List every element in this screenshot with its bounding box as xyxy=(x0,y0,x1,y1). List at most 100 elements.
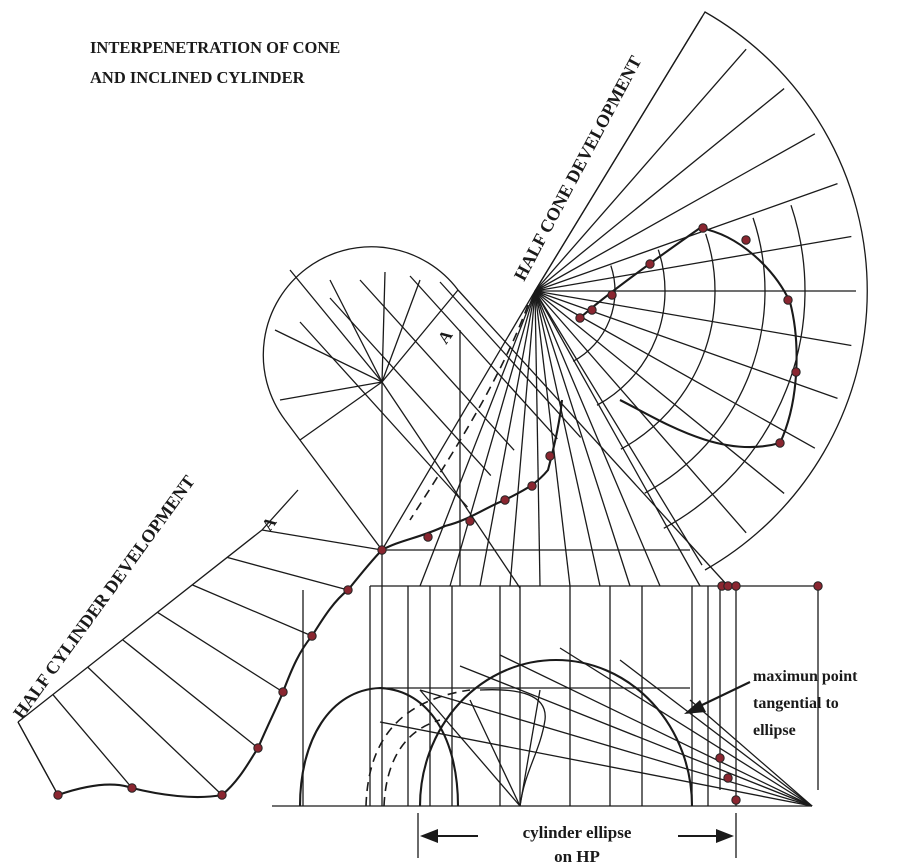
cyl-dev-generators xyxy=(17,529,383,796)
intersection-point xyxy=(53,790,63,800)
circle-spoke xyxy=(329,279,383,383)
cyl-dev-generator xyxy=(87,666,223,796)
dim-label-bg xyxy=(478,817,678,843)
cone-generator-lines xyxy=(534,16,856,566)
cone-construction-arcs xyxy=(572,204,806,529)
cylinder-generator xyxy=(439,281,582,438)
cone-generator xyxy=(534,290,601,587)
cone-slant-left xyxy=(381,290,536,551)
plan-radial-lines xyxy=(379,647,813,807)
intersection-point xyxy=(698,223,708,233)
cyl-dev-generator xyxy=(52,694,133,789)
cylinder-end-view: A xyxy=(262,246,459,550)
dim-label-line-2: on HP xyxy=(554,847,600,866)
dim-label-line-1: cylinder ellipse xyxy=(523,823,632,842)
note-arrowhead-icon xyxy=(684,700,706,714)
cone-generator xyxy=(419,290,536,587)
cone-development-label: HALF CONE DEVELOPMENT xyxy=(510,53,646,284)
plan-ray xyxy=(519,689,541,807)
cone-arc xyxy=(620,233,716,450)
cone-generator xyxy=(449,290,536,587)
dim-arrow-right-icon xyxy=(716,829,734,843)
intersection-point xyxy=(645,259,655,269)
circle-spoke xyxy=(381,279,421,383)
circle-spoke xyxy=(299,381,383,441)
cylinder-axis xyxy=(381,381,521,589)
cone-elevation xyxy=(381,290,701,587)
cylinder-generator xyxy=(409,275,558,440)
cone-ray xyxy=(534,133,816,292)
note-leader-line xyxy=(699,681,751,707)
cyl-dev-generator xyxy=(192,584,313,637)
plan-ray xyxy=(379,721,813,807)
intersection-point xyxy=(575,313,585,323)
plan-view xyxy=(272,647,813,807)
cyl-dev-generator xyxy=(261,529,383,551)
cone-ray xyxy=(534,235,852,292)
note-line-3: ellipse xyxy=(753,722,796,739)
intersection-point xyxy=(278,687,288,697)
intersection-point xyxy=(607,290,617,300)
note-line-1: maximun point xyxy=(753,668,858,685)
cylinder-generator xyxy=(359,279,515,451)
intersection-point xyxy=(423,532,433,542)
dim-arrow-left-icon xyxy=(420,829,438,843)
cone-sector-outline xyxy=(534,11,868,571)
cone-ray xyxy=(534,88,785,292)
intersection-point xyxy=(217,790,227,800)
cone-generator xyxy=(534,290,661,587)
circle-spoke xyxy=(381,271,386,383)
intersection-point xyxy=(587,305,597,315)
cyl-dev-generator xyxy=(226,556,349,591)
cone-arc xyxy=(572,265,616,362)
intersection-point xyxy=(813,581,823,591)
intersection-point xyxy=(377,545,387,555)
vertical-projectors xyxy=(302,330,737,806)
cylinder-ellipse-dimension: cylinder ellipse on HP xyxy=(417,813,737,866)
cyl-dev-tangent-line xyxy=(261,489,299,531)
intersection-point xyxy=(127,783,137,793)
projection-lines xyxy=(302,330,819,806)
plan-ray xyxy=(469,699,521,807)
cone-base-semicircle-plan xyxy=(418,658,694,807)
intersection-point xyxy=(307,631,317,641)
cone-generator xyxy=(534,290,571,587)
cone-dashed-generator xyxy=(409,304,529,521)
cone-arc xyxy=(644,217,766,494)
cone-arc xyxy=(596,249,666,406)
intersection-point xyxy=(545,451,555,461)
intersection-point xyxy=(775,438,785,448)
intersection-point xyxy=(500,495,510,505)
cone-ray xyxy=(534,290,785,494)
title-line-2: AND INCLINED CYLINDER xyxy=(90,68,306,87)
intersection-point xyxy=(253,743,263,753)
cone-slant-right xyxy=(534,290,701,587)
circle-spoke xyxy=(289,269,383,383)
intersection-point xyxy=(741,235,751,245)
title-line-1: INTERPENETRATION OF CONE xyxy=(90,38,340,57)
cylinder-edge-lower xyxy=(284,419,383,551)
plan-ray xyxy=(419,689,521,807)
intersection-point xyxy=(465,516,475,526)
marker-a-upper: A xyxy=(434,326,457,348)
plan-ray xyxy=(499,654,813,807)
intersection-point xyxy=(723,773,733,783)
cone-elevation-generators xyxy=(419,290,661,587)
cylinder-semicircle xyxy=(262,246,459,421)
note-line-2: tangential to xyxy=(753,695,839,712)
cyl-dev-top-edge xyxy=(17,529,263,723)
circle-spoke xyxy=(381,289,459,383)
intersection-point xyxy=(715,753,725,763)
intersection-point xyxy=(731,581,741,591)
cylinder-division-lines xyxy=(274,269,459,550)
cone-generator xyxy=(509,290,536,587)
cylinder-edge-upper xyxy=(457,289,729,587)
plan-ray xyxy=(419,689,813,807)
plan-ray xyxy=(559,647,813,807)
cone-intersection-curve xyxy=(579,226,798,449)
intersection-point xyxy=(783,295,793,305)
cone-generator xyxy=(534,290,541,587)
cone-ray xyxy=(534,48,747,292)
plan-ray xyxy=(459,665,813,807)
